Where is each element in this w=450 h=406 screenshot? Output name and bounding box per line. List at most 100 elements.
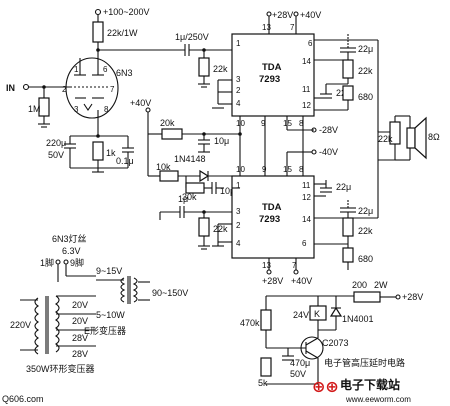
svg-text:22k: 22k xyxy=(378,134,393,144)
svg-text:22μ: 22μ xyxy=(358,44,373,54)
svg-text:15: 15 xyxy=(283,119,292,128)
svg-text:12: 12 xyxy=(302,193,311,202)
svg-text:3: 3 xyxy=(74,105,79,114)
svg-text:10μ: 10μ xyxy=(214,136,229,146)
svg-text:22k: 22k xyxy=(358,66,373,76)
toroidal-transformer: 220V 20V 20V 28V 28V 350W环形变压器 xyxy=(10,295,96,374)
svg-text:15: 15 xyxy=(283,165,292,174)
svg-text:9~15V: 9~15V xyxy=(96,266,122,276)
svg-text:+40V: +40V xyxy=(130,98,151,108)
svg-text:1N4148: 1N4148 xyxy=(174,154,206,164)
svg-text:10μ: 10μ xyxy=(220,186,235,196)
ic1-bootstrap: 22μ 22k 22μ 680 xyxy=(314,34,379,132)
svg-text:220μ: 220μ xyxy=(46,138,66,148)
svg-text:680: 680 xyxy=(358,92,373,102)
svg-text:4: 4 xyxy=(236,99,241,108)
svg-text:2: 2 xyxy=(236,221,241,230)
ic2-bootstrap: 22μ 22μ 22k 680 xyxy=(314,130,379,270)
svg-text:14: 14 xyxy=(302,57,311,66)
svg-text:11: 11 xyxy=(302,181,311,190)
input-terminal: IN xyxy=(6,83,70,93)
svg-text:680: 680 xyxy=(358,254,373,264)
svg-text:2: 2 xyxy=(236,86,241,95)
svg-text:TDA: TDA xyxy=(262,202,282,213)
svg-text:1: 1 xyxy=(74,65,79,74)
svg-text:1: 1 xyxy=(236,39,241,48)
svg-text:220V: 220V xyxy=(10,320,31,330)
svg-text:13: 13 xyxy=(262,23,271,32)
svg-text:13: 13 xyxy=(262,261,271,270)
cathode-resistor: 1k xyxy=(92,141,116,168)
svg-text:28V: 28V xyxy=(72,349,88,359)
plate-resistor: 22k/1W xyxy=(92,21,138,58)
svg-text:200: 200 xyxy=(352,280,367,290)
hv-delay-circuit: 200 2W +28V 470k K 24V 1N4001 C2073 470μ… xyxy=(240,280,423,388)
svg-text:+28V: +28V xyxy=(262,276,283,286)
svg-text:7293: 7293 xyxy=(259,74,280,85)
svg-text:7: 7 xyxy=(292,261,297,270)
svg-text:8: 8 xyxy=(299,119,304,128)
load-resistor: 22k xyxy=(378,116,401,161)
grid-resistor: 1M xyxy=(28,87,50,128)
svg-text:7293: 7293 xyxy=(259,214,280,225)
svg-text:1k: 1k xyxy=(106,148,116,158)
ic2-tda7293: TDA 7293 10 9 15 8 1 3 2 4 11 12 14 6 13… xyxy=(231,165,315,270)
svg-text:6.3V: 6.3V xyxy=(62,246,81,256)
svg-text:5~10W: 5~10W xyxy=(96,310,125,320)
svg-text:470μ: 470μ xyxy=(290,358,310,368)
svg-text:22μ: 22μ xyxy=(358,206,373,216)
svg-text:1M: 1M xyxy=(28,104,41,114)
svg-text:C2073: C2073 xyxy=(322,338,349,348)
ic1-input-resistor: 22k xyxy=(198,48,228,88)
svg-text:8: 8 xyxy=(104,105,109,114)
svg-text:1N4001: 1N4001 xyxy=(342,314,374,324)
diode-1n4148: 1N4148 10k 30k 10μ xyxy=(147,134,240,202)
svg-text:2W: 2W xyxy=(374,280,388,290)
ic1-tda7293: TDA 7293 1 3 2 4 13 7 6 14 11 12 10 9 15… xyxy=(231,23,315,128)
speaker-icon: 8Ω xyxy=(395,115,440,161)
svg-text:11: 11 xyxy=(302,85,311,94)
svg-text:28V: 28V xyxy=(72,333,88,343)
svg-text:350W环形变压器: 350W环形变压器 xyxy=(26,363,95,374)
svg-text:6: 6 xyxy=(103,65,108,74)
svg-text:20V: 20V xyxy=(72,300,88,310)
hv-supply: +100~200V xyxy=(94,7,150,22)
svg-text:IN: IN xyxy=(6,83,15,93)
ic1-supply: +28V +40V xyxy=(266,10,321,34)
svg-text:50V: 50V xyxy=(290,369,306,379)
svg-text:6N3: 6N3 xyxy=(116,68,133,78)
cathode-bypass-capacitor: 0.1μ xyxy=(116,136,134,168)
svg-text:TDA: TDA xyxy=(262,62,282,73)
svg-text:+28V: +28V xyxy=(402,292,423,302)
svg-text:6: 6 xyxy=(302,239,307,248)
svg-text:10: 10 xyxy=(236,119,245,128)
svg-text:4: 4 xyxy=(236,239,241,248)
svg-text:14: 14 xyxy=(302,215,311,224)
svg-text:22k: 22k xyxy=(213,224,228,234)
svg-text:5k: 5k xyxy=(258,378,268,388)
cathode-capacitor: 220μ 50V xyxy=(46,136,76,168)
svg-text:+28V: +28V xyxy=(272,10,293,20)
svg-text:+100~200V: +100~200V xyxy=(103,7,150,17)
mute-standby-network: +40V 20k 10μ xyxy=(130,98,242,153)
svg-text:50V: 50V xyxy=(48,150,64,160)
svg-text:+40V: +40V xyxy=(291,276,312,286)
filament-transformer: 6N3灯丝 6.3V 1脚 9脚 9~15V 90~150V 5~10W E形变… xyxy=(40,233,188,336)
svg-text:20V: 20V xyxy=(72,316,88,326)
svg-text:22k/1W: 22k/1W xyxy=(107,28,138,38)
svg-text:10k: 10k xyxy=(156,162,171,172)
svg-text:22μ: 22μ xyxy=(336,182,351,192)
svg-text:6N3灯丝: 6N3灯丝 xyxy=(52,233,87,244)
svg-text:20k: 20k xyxy=(160,118,175,128)
svg-text:⊕⊕: ⊕⊕ xyxy=(312,377,339,396)
vacuum-tube-6n3: 6N3 1 6 2 7 3 8 xyxy=(62,57,133,119)
svg-text:90~150V: 90~150V xyxy=(152,288,188,298)
svg-text:-28V: -28V xyxy=(319,125,338,135)
svg-text:1: 1 xyxy=(236,181,241,190)
svg-text:7: 7 xyxy=(110,85,115,94)
svg-text:K: K xyxy=(314,309,320,319)
svg-text:3: 3 xyxy=(236,75,241,84)
svg-text:+40V: +40V xyxy=(300,10,321,20)
svg-text:6: 6 xyxy=(308,39,313,48)
